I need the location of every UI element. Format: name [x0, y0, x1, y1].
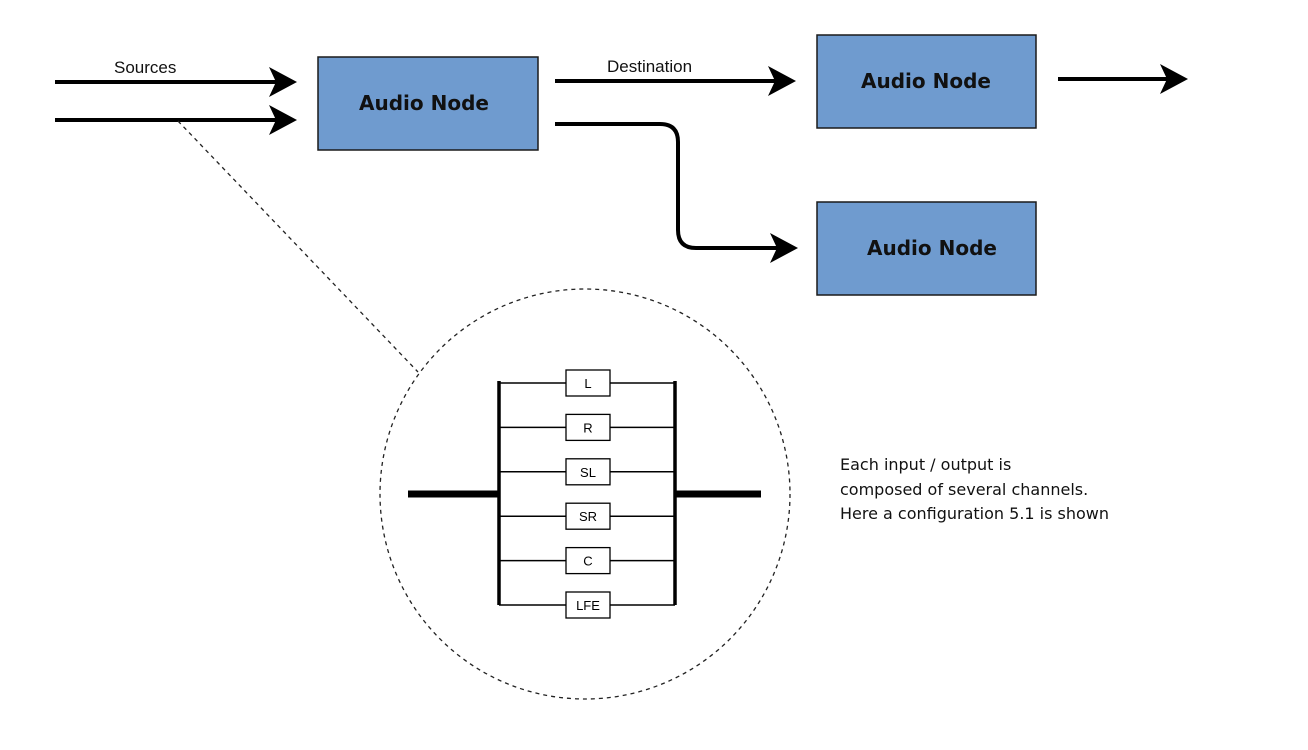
audio-node-branch-label: Audio Node: [867, 236, 997, 260]
channel-box-lfe: [565, 591, 611, 619]
channel-label-l: L: [584, 376, 591, 391]
destination-label: Destination: [607, 57, 692, 76]
channel-box-c: [565, 546, 611, 575]
source-arrow-1-head: [269, 67, 297, 97]
branch-arrow-head: [770, 233, 798, 263]
zoom-connector-line: [177, 120, 419, 373]
channel-label-sr: SR: [579, 509, 597, 524]
caption-line-3: Here a configuration 5.1 is shown: [840, 504, 1110, 523]
audio-node-main-label: Audio Node: [359, 91, 489, 115]
channel-caption: Each input / output is composed of sever…: [840, 453, 1109, 527]
channel-box-l: [565, 369, 611, 397]
source-arrow-2-head: [269, 105, 297, 135]
channel-box-sl: [565, 458, 611, 486]
audio-node-main: Audio Node: [317, 56, 539, 151]
output-arrow-head: [1160, 64, 1188, 94]
channel-label-r: R: [583, 420, 592, 435]
sources-label: Sources: [114, 58, 176, 77]
channel-bundle: L R SL SR C LFE: [408, 369, 761, 619]
branch-arrow: [555, 122, 792, 250]
channel-label-sl: SL: [580, 465, 596, 480]
audio-node-branch: Audio Node: [816, 201, 1037, 296]
channel-box-sr: [565, 502, 611, 530]
channel-box-r: [565, 413, 611, 442]
audio-node-destination-label: Audio Node: [861, 69, 991, 93]
zoom-circle: [379, 288, 791, 700]
channel-label-c: C: [583, 554, 592, 569]
destination-arrow-head: [768, 66, 796, 96]
audio-node-destination: Audio Node: [816, 34, 1037, 129]
caption-line-1: Each input / output is: [840, 455, 1012, 474]
channel-label-lfe: LFE: [576, 598, 600, 613]
caption-line-2: composed of several channels.: [840, 479, 1089, 499]
